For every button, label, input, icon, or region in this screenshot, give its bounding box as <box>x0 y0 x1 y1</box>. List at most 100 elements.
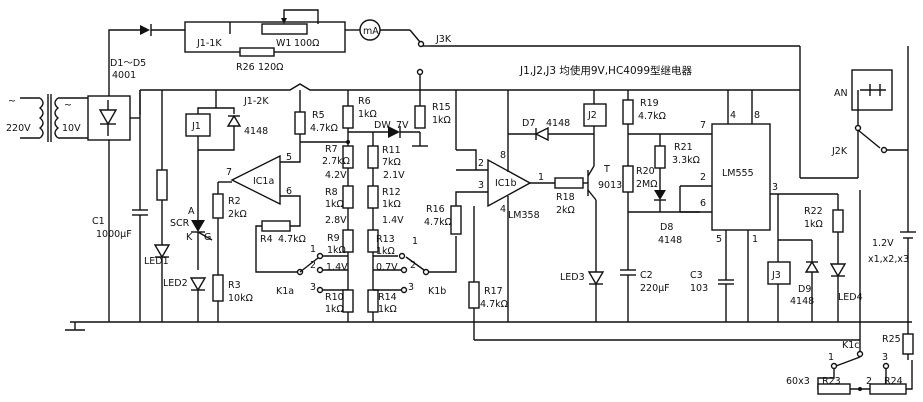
ladder-b-v1: 2.1V <box>383 170 405 181</box>
ladder-a-v1: 4.2V <box>325 170 347 181</box>
k1b-label: K1b <box>428 286 446 297</box>
r21-value: 3.3kΩ <box>672 155 700 166</box>
relay-contact-j1-2k: J1-2K <box>243 96 269 107</box>
r4-name: R4 <box>260 234 273 245</box>
relay-j2-driver <box>508 90 607 322</box>
timer-pin6: 6 <box>700 198 706 209</box>
scr-cathode: K <box>186 232 193 243</box>
r16-name: R16 <box>426 204 445 215</box>
ladder-b <box>348 90 428 322</box>
resistor-r17 <box>468 206 860 341</box>
timer-pin7: 7 <box>700 120 706 131</box>
meter-feed-wire <box>108 29 140 96</box>
r7-name: R7 <box>325 144 338 155</box>
relay-contact-j1-1k: J1-1K <box>196 38 222 49</box>
r5-name: R5 <box>312 110 325 121</box>
r11-name: R11 <box>382 145 401 156</box>
k1b-pos3: 3 <box>408 282 414 293</box>
timer-pin4: 4 <box>730 110 736 121</box>
switch-k1b <box>373 236 457 294</box>
ic1b-pin4: 4 <box>500 204 506 215</box>
d9-value: 4148 <box>790 296 814 307</box>
ic1b-pin2: 2 <box>478 158 484 169</box>
r2-value: 2kΩ <box>228 209 247 220</box>
c3-value: 103 <box>690 283 708 294</box>
switch-k1c <box>817 350 913 395</box>
c2-value: 220μF <box>640 283 670 294</box>
d7-value: 4148 <box>546 118 570 129</box>
r19-name: R19 <box>640 98 659 109</box>
ic1a-pin6: 6 <box>286 186 292 197</box>
relay-coil-j1 <box>185 90 242 151</box>
r15-name: R15 <box>432 102 451 113</box>
c1-name: C1 <box>92 216 105 227</box>
j1-coil-label: J1 <box>191 121 201 132</box>
r4-value: 4.7kΩ <box>278 234 306 245</box>
r7-value: 2.7kΩ <box>322 156 350 167</box>
led4-label: LED4 <box>838 292 863 303</box>
r2-name: R2 <box>228 196 241 207</box>
ic1a-comparator <box>218 132 301 227</box>
pot-w1-value: 100Ω <box>294 38 319 49</box>
r9-value: 1kΩ <box>327 245 346 256</box>
d8-value: 4148 <box>658 235 682 246</box>
k1a-pos1: 1 <box>310 244 316 255</box>
dw-value: 7V <box>396 120 409 131</box>
k1c-label: K1c <box>842 340 860 351</box>
r14-name: R14 <box>378 292 397 303</box>
r22-name: R22 <box>804 206 823 217</box>
c2-name: C2 <box>640 270 653 281</box>
diode-type-label: 4001 <box>112 70 136 81</box>
r3-name: R3 <box>228 280 241 291</box>
ic1b-part: LM358 <box>508 210 540 221</box>
ladder-b-v2: 1.4V <box>382 215 404 226</box>
j1-diode-label: 4148 <box>244 126 268 137</box>
k1c-pos1: 1 <box>828 352 834 363</box>
positive-rail <box>140 83 800 91</box>
r12-value: 1kΩ <box>382 199 401 210</box>
r17-name: R17 <box>484 286 503 297</box>
r10-name: R10 <box>325 292 344 303</box>
j2k-label: J2K <box>831 146 848 157</box>
k1c-pos2: 2 <box>866 376 872 387</box>
ladder-a-v3: 1.4V <box>326 262 348 273</box>
battery-voltage: 1.2V <box>872 238 894 249</box>
transistor-value: 9013 <box>598 180 622 191</box>
c3-name: C3 <box>690 270 703 281</box>
r16-value: 4.7kΩ <box>424 217 452 228</box>
r25-name: R25 <box>882 334 901 345</box>
timer-pin1: 1 <box>752 234 758 245</box>
r17-value: 4.7kΩ <box>480 299 508 310</box>
scr-anode: A <box>188 206 195 217</box>
ladder-a-v2: 2.8V <box>325 215 347 226</box>
r23-label: R23 <box>822 376 841 387</box>
r15-value: 1kΩ <box>432 115 451 126</box>
led1-label: LED1 <box>144 256 169 267</box>
relay-note: J1,J2,J3 均使用9V,HC4099型继电器 <box>519 64 692 77</box>
resistor-r5 <box>294 90 306 135</box>
ic1b-pin3: 3 <box>478 180 484 191</box>
diode-set-label: D1～D5 <box>110 58 146 69</box>
timer-pin8: 8 <box>754 110 760 121</box>
ic1b-pin8: 8 <box>500 150 506 161</box>
ic1b-comparator <box>450 90 584 322</box>
j2-coil-label: J2 <box>587 110 597 121</box>
resistor-r2-r3 <box>212 182 224 322</box>
k1a-label: K1a <box>276 286 294 297</box>
ground-symbol <box>65 322 85 331</box>
r14-value: 1kΩ <box>378 304 397 315</box>
led1 <box>153 90 171 322</box>
primary-voltage: 220V <box>6 123 31 134</box>
switch-j3k-label: J3K <box>435 34 452 45</box>
led2-label: LED2 <box>163 278 188 289</box>
secondary-voltage: 10V <box>62 123 81 134</box>
r12-name: R12 <box>382 187 401 198</box>
meter-branch <box>184 9 800 57</box>
transistor-name: T <box>603 164 610 175</box>
timer-network <box>620 90 838 322</box>
r8-name: R8 <box>325 187 338 198</box>
milliammeter-label: mA <box>363 26 379 37</box>
r19-value: 4.7kΩ <box>638 111 666 122</box>
pot-w1-name: W1 <box>276 38 291 49</box>
